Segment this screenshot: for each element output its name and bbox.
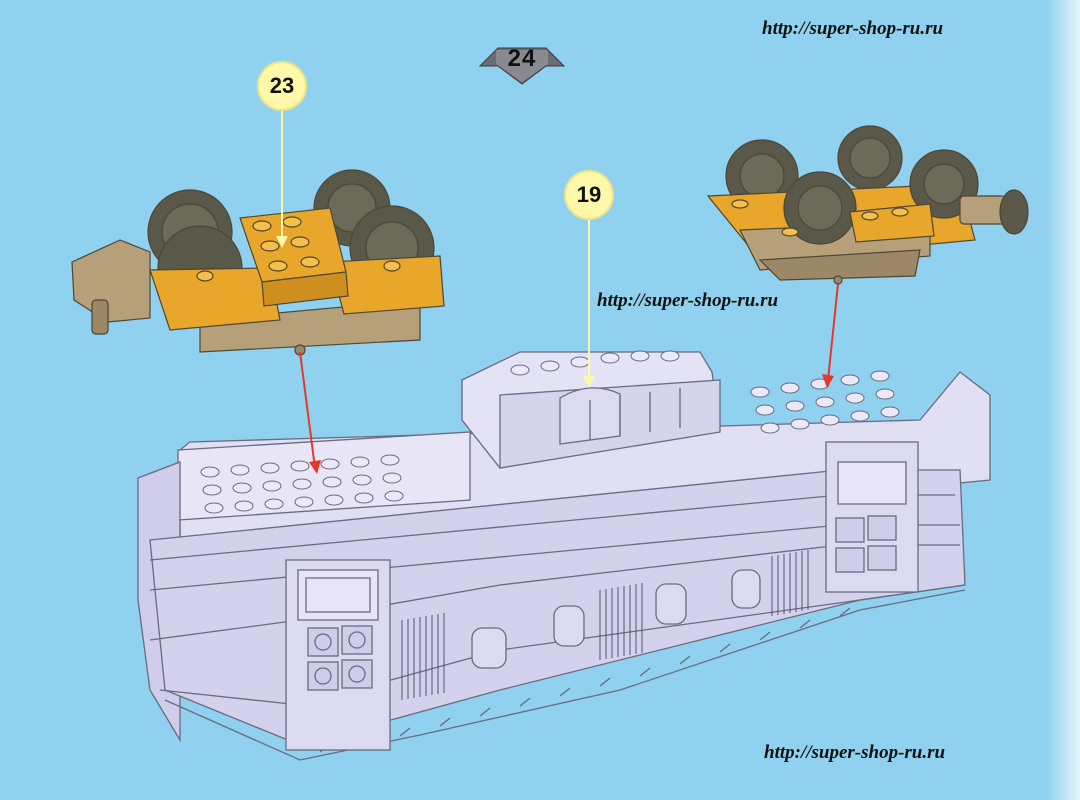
step-number: 24: [507, 45, 537, 72]
callout-left-bogie: 23: [257, 61, 307, 111]
arrow-down-badge-icon: [478, 47, 566, 85]
watermark-url-top[interactable]: http://super-shop-ru.ru: [762, 18, 944, 39]
locomotive-body: [137, 351, 991, 761]
deck-studs: [200, 350, 900, 514]
watermark-url-middle[interactable]: http://super-shop-ru.ru: [597, 290, 779, 311]
guide-lines: [276, 110, 839, 474]
left-bogie: [71, 169, 445, 356]
callout-roof-part: 19: [564, 170, 614, 220]
right-bogie: [706, 125, 1029, 285]
watermark-url-bottom[interactable]: http://super-shop-ru.ru: [764, 742, 946, 763]
